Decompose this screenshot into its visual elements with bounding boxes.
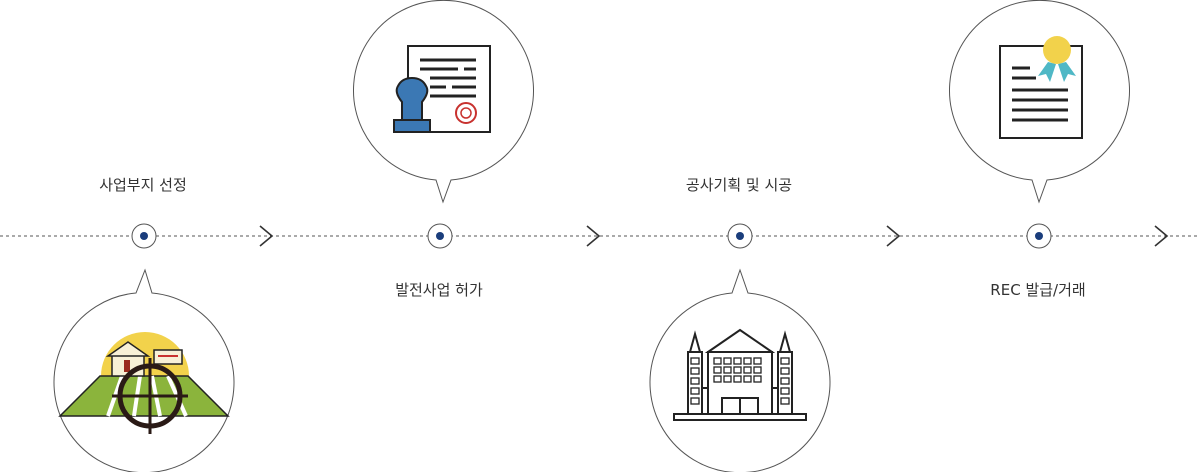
step-label-site-selection: 사업부지 선정 <box>99 176 187 194</box>
step-label-rec: REC 발급/거래 <box>990 281 1086 299</box>
timeline-node <box>1026 223 1052 249</box>
bubble-permit <box>353 0 534 204</box>
timeline-node <box>131 223 157 249</box>
bubble-rec <box>949 0 1130 204</box>
arrow-icon <box>586 225 601 247</box>
timeline-node <box>427 223 453 249</box>
rec-certificate-icon <box>999 36 1083 139</box>
arrow-icon <box>886 225 901 247</box>
arrow-icon <box>1154 225 1169 247</box>
building-construction-icon <box>673 328 807 421</box>
site-target-icon <box>58 332 230 434</box>
timeline-node <box>727 223 753 249</box>
permit-certificate-icon <box>393 45 491 133</box>
arrow-icon <box>259 225 274 247</box>
step-label-permit: 발전사업 허가 <box>395 281 483 299</box>
bubble-site-selection <box>53 268 235 474</box>
step-label-construction: 공사기획 및 시공 <box>685 176 793 194</box>
bubble-construction <box>649 268 831 474</box>
